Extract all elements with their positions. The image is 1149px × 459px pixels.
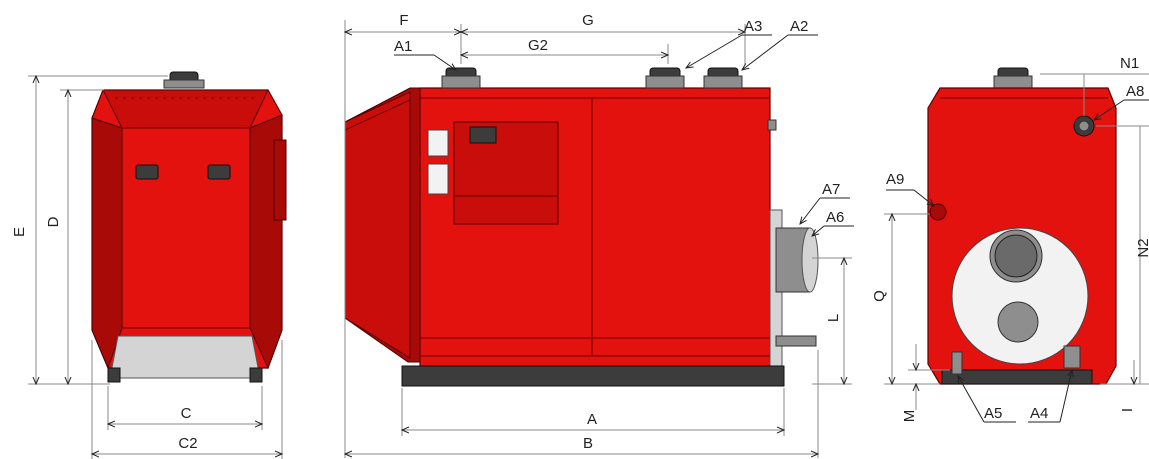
label-A7: A7 bbox=[822, 181, 840, 198]
side-view bbox=[344, 67, 819, 387]
rear-connection-labels: A8 A9 A5 A4 bbox=[886, 83, 1149, 423]
side-connection-labels: A1 A3 A2 A7 A6 bbox=[394, 18, 854, 236]
dim-M-label: M bbox=[901, 410, 918, 423]
front-dimensions: E D C C2 bbox=[11, 76, 282, 459]
label-A3: A3 bbox=[744, 18, 762, 35]
label-A9: A9 bbox=[886, 171, 904, 188]
dim-N1-label: N1 bbox=[1120, 55, 1139, 72]
rear-base bbox=[941, 369, 1093, 385]
dim-A-label: A bbox=[587, 411, 597, 428]
dim-D-label: D bbox=[45, 216, 62, 227]
side-base bbox=[401, 365, 785, 387]
dim-I-label: I bbox=[1119, 408, 1136, 412]
dim-C-label: C bbox=[181, 405, 192, 422]
dim-Q-label: Q bbox=[871, 290, 888, 302]
connection-A4 bbox=[1063, 345, 1081, 369]
dim-G-label: G bbox=[582, 12, 594, 29]
front-ash-tray bbox=[109, 335, 261, 379]
dim-C2-label: C2 bbox=[178, 435, 197, 452]
dim-F-label: F bbox=[399, 12, 408, 29]
connection-A9 bbox=[929, 203, 947, 221]
dim-L-label: L bbox=[825, 314, 842, 322]
label-A6: A6 bbox=[826, 209, 844, 226]
label-A8: A8 bbox=[1126, 83, 1144, 100]
rear-cleanout-opening bbox=[997, 301, 1039, 343]
control-display bbox=[469, 126, 497, 144]
rear-view bbox=[927, 67, 1117, 385]
front-view bbox=[91, 71, 287, 383]
dim-G2-label: G2 bbox=[528, 37, 548, 54]
label-A1: A1 bbox=[394, 38, 412, 55]
dim-N2-label: N2 bbox=[1135, 238, 1149, 257]
dim-E-label: E bbox=[11, 227, 28, 237]
label-A4: A4 bbox=[1030, 405, 1048, 422]
rear-cover-plate bbox=[951, 227, 1089, 365]
connection-A5 bbox=[951, 351, 963, 375]
label-A5: A5 bbox=[984, 405, 1002, 422]
rear-dimensions: N1 N2 Q M I bbox=[871, 55, 1149, 422]
label-A2: A2 bbox=[790, 18, 808, 35]
dim-B-label: B bbox=[583, 435, 593, 452]
side-dimensions: F G G2 A B L bbox=[345, 12, 852, 458]
